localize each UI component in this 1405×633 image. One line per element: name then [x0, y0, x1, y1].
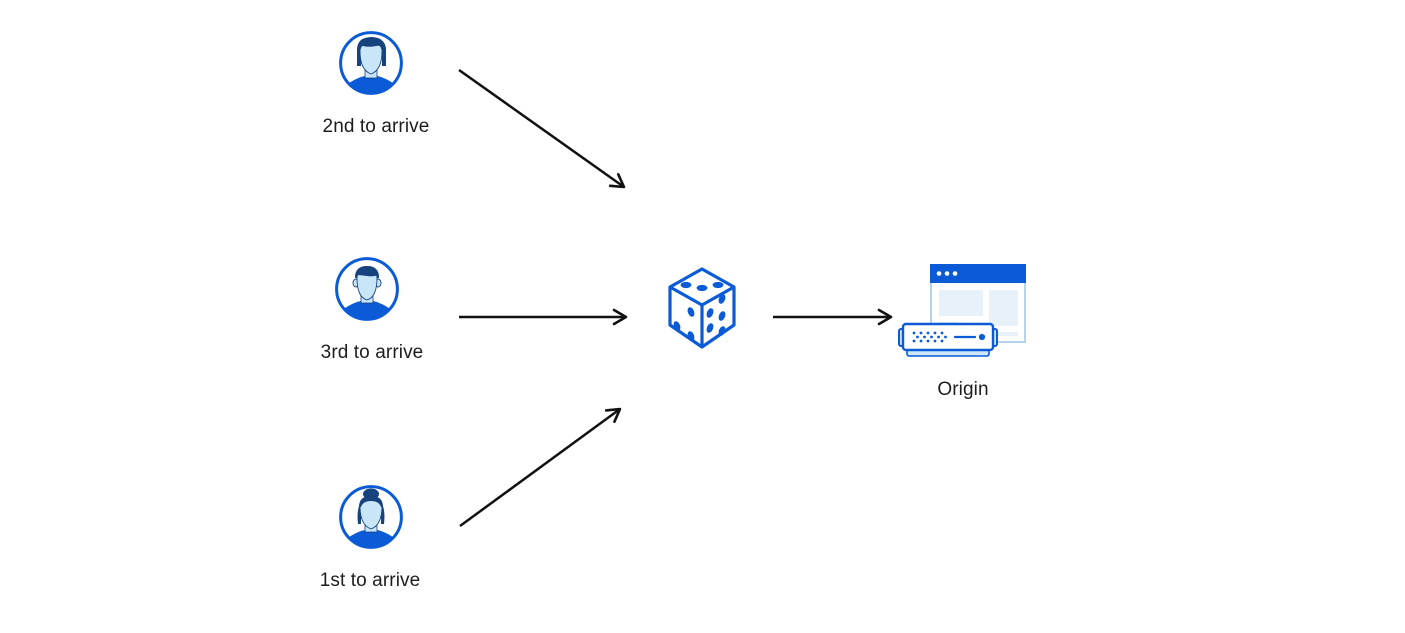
arrow-client-1st-to-dice	[459, 407, 622, 528]
client-1st-label: 1st to arrive	[319, 570, 421, 591]
client-3rd-label: 3rd to arrive	[320, 342, 424, 363]
user-avatar-male-swept-hair-icon	[338, 30, 404, 96]
origin-label: Origin	[937, 379, 989, 400]
dice-icon	[666, 266, 738, 350]
user-avatar-female-bun-icon	[338, 484, 404, 550]
client-2nd-label: 2nd to arrive	[322, 116, 430, 137]
user-avatar-male-short-hair-icon	[334, 256, 400, 322]
arrow-client-2nd-to-dice	[458, 68, 626, 189]
origin-server-browser-icon	[898, 262, 1028, 365]
